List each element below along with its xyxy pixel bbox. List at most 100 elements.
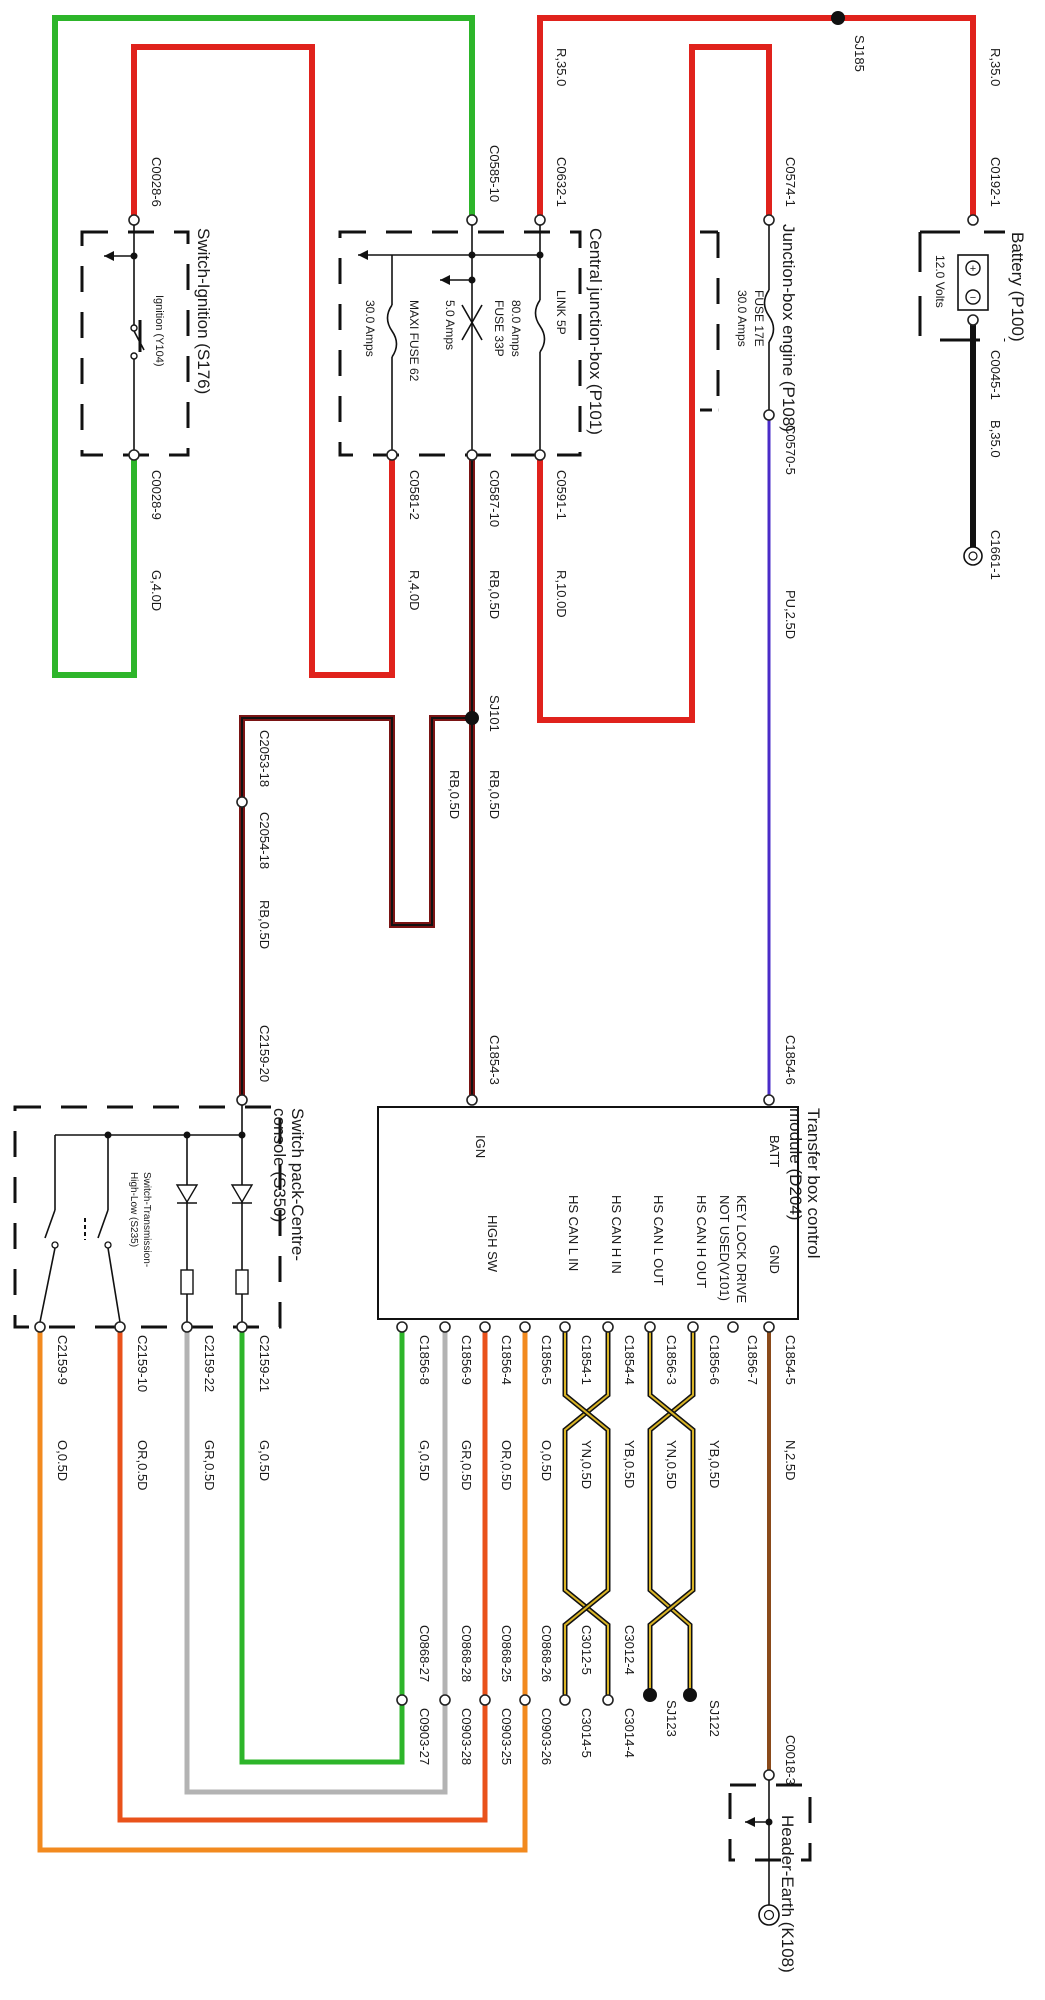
conn-c0903-28: C0903-28	[459, 1708, 474, 1765]
wire-label-rb05-d: RB,0.5D	[257, 900, 272, 949]
ignition-contact-bottom	[130, 352, 138, 360]
module-title-line2: module (D204)	[786, 1108, 805, 1220]
switchpack-pin-gr	[181, 1321, 193, 1333]
splice-label-sj123: SJ123	[664, 1700, 679, 1737]
module-pin-cho-label: HS CAN H OUT	[694, 1195, 709, 1288]
splice-sj101	[465, 711, 479, 725]
switch-pack-outline	[13, 1105, 282, 1329]
wire-sj185-to-fuse17e	[537, 44, 772, 723]
conn-c0868-25: C0868-25	[499, 1625, 514, 1682]
wire-label-pu25: PU,2.5D	[783, 590, 798, 639]
earth-ground-icon-inner	[763, 1909, 775, 1921]
splice-label-sj122: SJ122	[707, 1700, 722, 1737]
module-pin-batt-label: BATT	[767, 1135, 782, 1167]
module-pin-gr	[439, 1321, 451, 1333]
module-pin-key-label: KEY LOCK DRIVE	[734, 1195, 749, 1303]
bus-arrow-icon	[358, 250, 368, 260]
wire-can-l-out-stripe	[649, 1327, 694, 1695]
switch-a-arm	[97, 1209, 109, 1239]
conn-c0591-1: C0591-1	[554, 470, 569, 520]
wire-can-l-in-stripe	[564, 1327, 609, 1700]
module-pin-clo	[644, 1321, 656, 1333]
splice-sj123	[643, 1688, 657, 1702]
module-pin-gnd-label: GND	[767, 1245, 782, 1274]
wire-label-rb05-a: RB,0.5D	[487, 570, 502, 619]
switch-a-out	[107, 1247, 121, 1323]
labels: R,35.0 C0192-1 C0045-1 B,35.0 C1661-1 SJ…	[55, 35, 1003, 1785]
fuse17e-symbol	[763, 289, 775, 343]
ground-icon-inner	[968, 551, 978, 561]
module-pin-notused-label: NOT USED(V101)	[717, 1195, 732, 1301]
wire-label-rb05-c: RB,0.5D	[447, 770, 462, 819]
switchpack-pin-o	[34, 1321, 46, 1333]
switch-a-contact	[104, 1241, 112, 1249]
wire-label-n25: N,2.5D	[783, 1440, 798, 1480]
conn-c2159-9: C2159-9	[55, 1335, 70, 1385]
bus-node	[468, 251, 476, 259]
conn-c0045-1: C0045-1	[988, 350, 1003, 400]
switch-b-arm	[44, 1209, 56, 1239]
central-junction-box: Central junction-box (P101) LINK 5P 80.0…	[338, 214, 605, 461]
inline-connectors	[236, 796, 614, 1706]
wire-label-g40: G,4.0D	[149, 570, 164, 611]
conn-c0868-28: C0868-28	[459, 1625, 474, 1682]
wire-label-rb05-b: RB,0.5D	[487, 770, 502, 819]
battery-pin-top	[967, 214, 979, 226]
header-earth-pin	[763, 1769, 775, 1781]
maxi-pin-bottom	[386, 449, 398, 461]
module-title-line1: Transfer box control	[804, 1108, 823, 1259]
c3012-5-pin	[559, 1694, 571, 1706]
battery-component: + − Battery (P100) 12.0 Volts	[918, 214, 1027, 566]
switch-pack-title-line1: Switch pack-Centre-	[288, 1108, 307, 1261]
conn-c2053-18: C2053-18	[257, 730, 272, 787]
ignition-arrow-icon	[104, 251, 114, 261]
conn-c0632-1: C0632-1	[554, 157, 569, 207]
conn-c3014-5: C3014-5	[579, 1708, 594, 1758]
module-pin-g	[396, 1321, 408, 1333]
wire-layer	[37, 15, 976, 1853]
conn-c1661-1: C1661-1	[988, 530, 1003, 580]
maxi-label: MAXI FUSE 62	[407, 300, 421, 382]
fuse33p-rating: 5.0 Amps	[443, 300, 457, 350]
conn-c1854-5: C1854-5	[783, 1335, 798, 1385]
fuse33p-pin-bottom	[466, 449, 478, 461]
conn-c2159-10: C2159-10	[135, 1335, 150, 1392]
wire-label-o05-b: O,0.5D	[55, 1440, 70, 1481]
module-pin-ign	[466, 1094, 478, 1106]
header-earth-outline	[728, 1783, 812, 1862]
module-pin-highsw-label: HIGH SW	[485, 1215, 500, 1273]
switch-transmission-line2: High-Low (S235)	[128, 1172, 139, 1247]
conn-c2054-18: C2054-18	[257, 812, 272, 869]
switch-b-contact	[51, 1241, 59, 1249]
transfer-box-module: Transfer box control module (D204) BATT …	[377, 1094, 823, 1333]
wire-g-05	[239, 1327, 405, 1765]
wire-label-yn05-b: YN,0.5D	[579, 1440, 594, 1489]
link5p-pin-top	[534, 214, 546, 226]
conn-c0868-26: C0868-26	[539, 1625, 554, 1682]
splice-label-sj101: SJ101	[487, 695, 502, 732]
conn-c0028-6: C0028-6	[149, 157, 164, 207]
wire-rb-sj101-to-switchpack-core	[241, 717, 472, 1097]
conn-c0587-10: C0587-10	[487, 470, 502, 527]
conn-c0192-1: C0192-1	[988, 157, 1003, 207]
battery-outline	[918, 230, 1005, 342]
conn-c3014-4: C3014-4	[622, 1708, 637, 1758]
module-pin-cli	[559, 1321, 571, 1333]
link5p-pin-bottom	[534, 449, 546, 461]
wire-label-g05-b: G,0.5D	[257, 1440, 272, 1481]
header-earth-title: Header-Earth (K108)	[778, 1815, 797, 1973]
battery-plus-icon	[965, 260, 981, 276]
wire-o-05	[37, 1327, 528, 1853]
header-earth: Header-Earth (K108)	[728, 1769, 812, 1973]
module-pin-chi-label: HS CAN H IN	[609, 1195, 624, 1274]
branch-node	[468, 276, 476, 284]
wire-ignition-to-central	[52, 15, 475, 678]
module-pin-key	[727, 1321, 739, 1333]
wire-or-05	[117, 1327, 488, 1823]
conn-c1856-3: C1856-3	[664, 1335, 679, 1385]
splice-label-sj185: SJ185	[852, 35, 867, 72]
link5p-rating: 80.0 Amps	[509, 300, 523, 357]
junction-engine-outline	[700, 230, 720, 412]
wire-label-gr05-b: GR,0.5D	[202, 1440, 217, 1491]
wire-maxi-to-ignition	[131, 44, 395, 678]
